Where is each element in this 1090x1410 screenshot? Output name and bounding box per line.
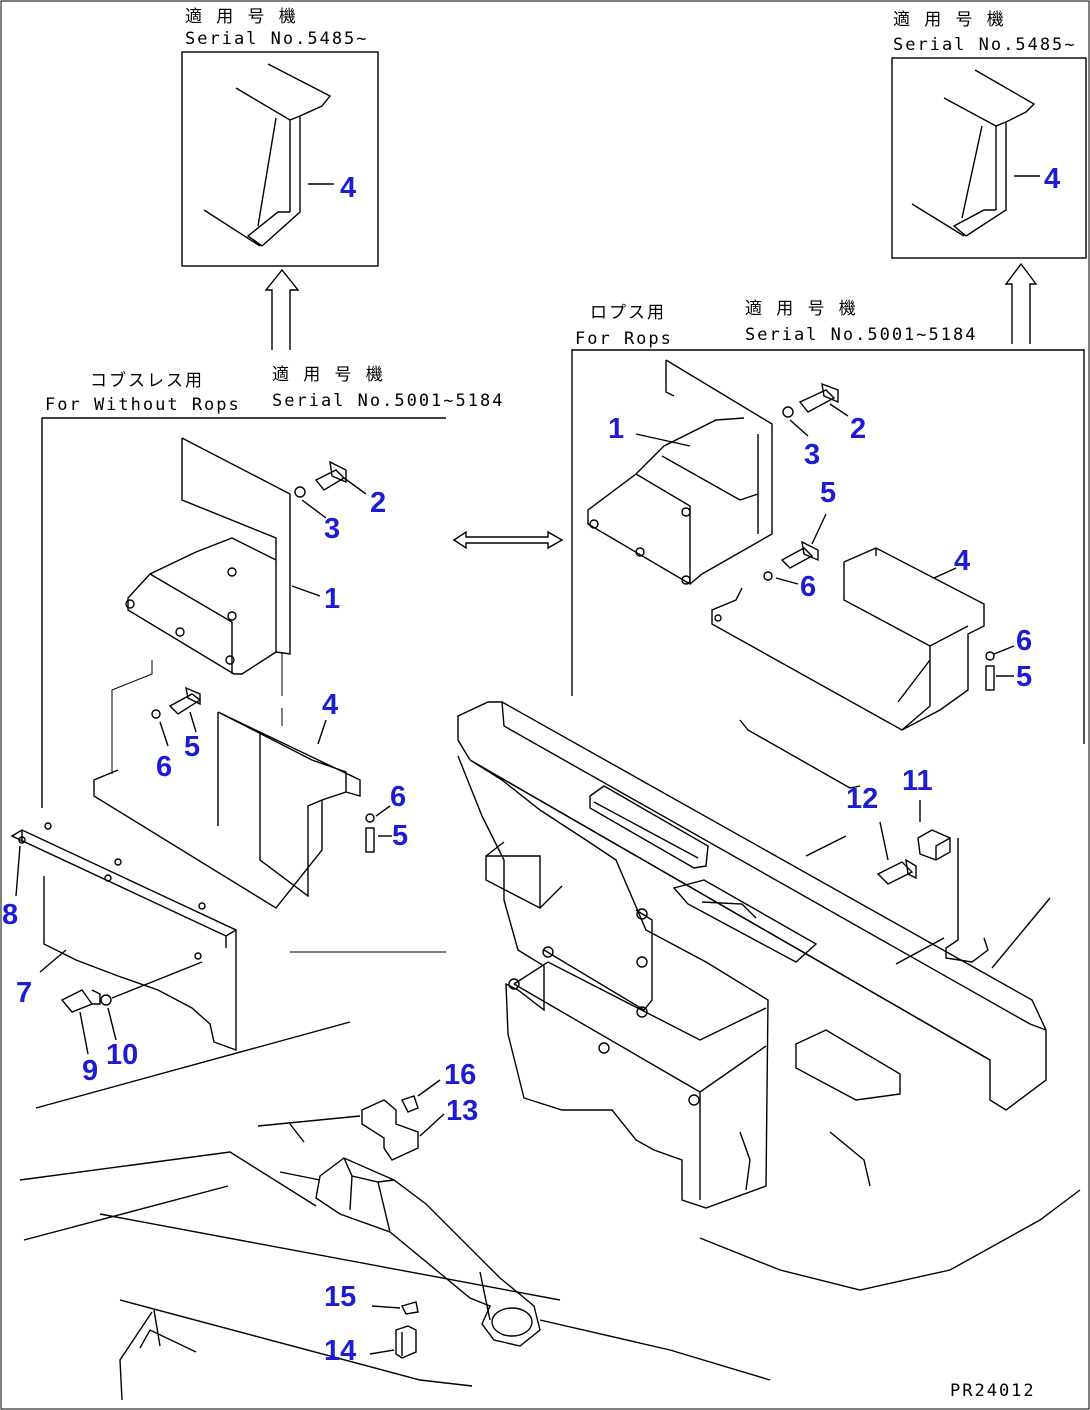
caption-top-left-jp: 適 用 号 機 [185, 7, 298, 27]
callout-4: 4 [954, 545, 970, 577]
callout-6: 6 [390, 781, 406, 813]
bolt-part-2 [798, 382, 839, 413]
callout-4: 4 [1044, 163, 1060, 195]
callout-5: 5 [820, 477, 836, 509]
bracket-part-4 [93, 711, 361, 909]
callout-5: 5 [1016, 661, 1032, 693]
machine-frame: 16 13 15 14 11 12 [19, 701, 1081, 1401]
caption-right-en: For Rops [575, 329, 673, 349]
bolt-part-5 [780, 540, 819, 569]
bolt-part-2 [314, 460, 347, 491]
bracket-part-4 [711, 547, 985, 731]
caption-top-left-serial: Serial No.5485~ [185, 29, 369, 49]
callout-5: 5 [392, 820, 408, 852]
caption-left-serial: Serial No.5001~5184 [272, 391, 504, 411]
bolt-part-15 [400, 1301, 419, 1315]
caption-right-serial-jp: 適 用 号 機 [745, 299, 858, 319]
washer-part-6 [763, 571, 773, 581]
washer-part-3 [782, 406, 794, 418]
detail-top-left: 適 用 号 機 Serial No.5485~ 4 [181, 7, 379, 350]
callout-13: 13 [446, 1095, 478, 1127]
rail-part-8 [10, 829, 238, 948]
callout-6: 6 [1016, 625, 1032, 657]
drawing-code: PR24012 [950, 1381, 1036, 1401]
bolt-part-5 [365, 827, 375, 853]
callout-3: 3 [804, 439, 820, 471]
callout-10: 10 [106, 1039, 138, 1071]
callout-1: 1 [608, 413, 624, 445]
callout-9: 9 [82, 1055, 98, 1087]
caption-left-serial-jp: 適 用 号 機 [272, 365, 385, 385]
bolt-part-16 [401, 1095, 419, 1113]
callout-2: 2 [850, 413, 866, 445]
callout-4: 4 [322, 689, 338, 721]
callout-16: 16 [444, 1059, 476, 1091]
bracket-part-4 [203, 63, 332, 247]
bracket-part-4 [911, 69, 1036, 237]
bolt-part-12 [876, 858, 917, 885]
cover-part-1 [587, 359, 773, 585]
callout-4: 4 [340, 172, 356, 204]
detail-top-right: 適 用 号 機 Serial No.5485~ 4 [891, 10, 1087, 344]
washer-part-6 [365, 813, 375, 823]
callout-12: 12 [846, 783, 878, 815]
frame-right [571, 349, 1085, 744]
callout-2: 2 [370, 487, 386, 519]
callout-7: 7 [16, 977, 32, 1009]
callout-8: 8 [2, 899, 18, 931]
caption-right-serial: Serial No.5001~5184 [745, 325, 977, 345]
assembly-right: 1 2 3 5 6 4 6 5 [587, 359, 1032, 731]
arrow-up [264, 268, 300, 350]
frame-left [41, 417, 446, 808]
callout-11: 11 [902, 765, 933, 797]
callout-1: 1 [324, 583, 340, 615]
callout-3: 3 [324, 513, 340, 545]
cover-part-1 [127, 437, 291, 675]
plate-part-7 [43, 876, 237, 1051]
clip-part-13 [361, 1099, 419, 1161]
caption-left-jp: コブスレス用 [90, 370, 204, 391]
washer-part-6 [151, 709, 161, 719]
washer-part-10 [100, 994, 112, 1006]
caption-right-jp: ロプス用 [590, 303, 666, 323]
detail-box [181, 51, 379, 267]
arrow-up [1004, 262, 1038, 344]
main-beam [457, 701, 1047, 1111]
caption-left-en: For Without Rops [45, 395, 241, 415]
bracket-part-11 [917, 829, 989, 963]
detail-box [891, 57, 1087, 259]
double-arrow [452, 530, 564, 550]
clip-part-14 [395, 1325, 417, 1359]
callout-15: 15 [324, 1281, 356, 1313]
callout-6: 6 [156, 751, 172, 783]
callout-6: 6 [800, 571, 816, 603]
assembly-left: 1 2 3 4 6 5 6 5 8 7 [2, 437, 446, 1087]
callout-14: 14 [324, 1335, 356, 1367]
bolt-part-9 [60, 989, 101, 1013]
washer-part-3 [294, 486, 306, 498]
bolt-part-5 [168, 686, 202, 715]
caption-top-right-jp: 適 用 号 機 [893, 10, 1006, 30]
caption-top-right-serial: Serial No.5485~ [893, 35, 1077, 55]
washer-part-6 [985, 651, 995, 661]
callout-5: 5 [184, 731, 200, 763]
bolt-part-5 [985, 665, 995, 691]
